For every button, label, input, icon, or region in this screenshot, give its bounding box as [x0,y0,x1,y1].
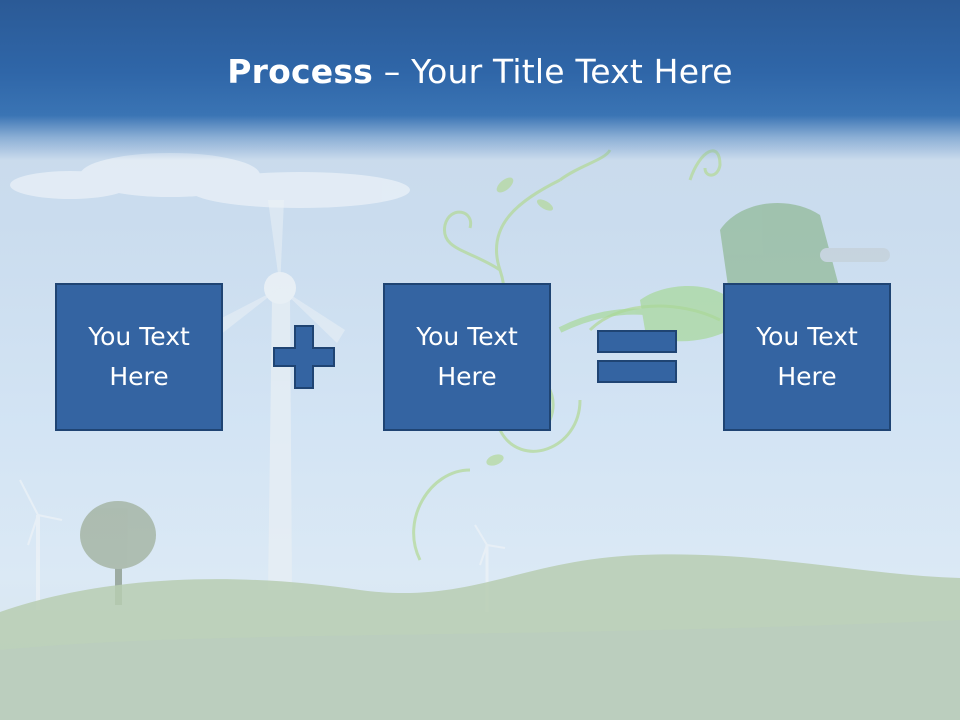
process-box-3-text: You Text Here [756,322,858,391]
process-box-2-text: You Text Here [416,322,518,391]
process-box-1-text: You Text Here [88,322,190,391]
process-box-3[interactable]: You Text Here [723,283,891,431]
wind-turbine-large [214,200,345,590]
plus-icon [273,325,335,389]
title-band [0,0,960,160]
tree-illustration [80,501,156,605]
leaves [486,177,554,466]
slide-title: Process – Your Title Text Here [0,52,960,91]
equals-icon [597,330,677,383]
process-box-1[interactable]: You Text Here [55,283,223,431]
hills-foreground [0,620,960,720]
title-bold-part: Process [227,52,374,91]
vine-decoration [412,149,722,561]
clouds [10,153,410,208]
process-box-2[interactable]: You Text Here [383,283,551,431]
title-rest-part: – Your Title Text Here [373,52,733,91]
